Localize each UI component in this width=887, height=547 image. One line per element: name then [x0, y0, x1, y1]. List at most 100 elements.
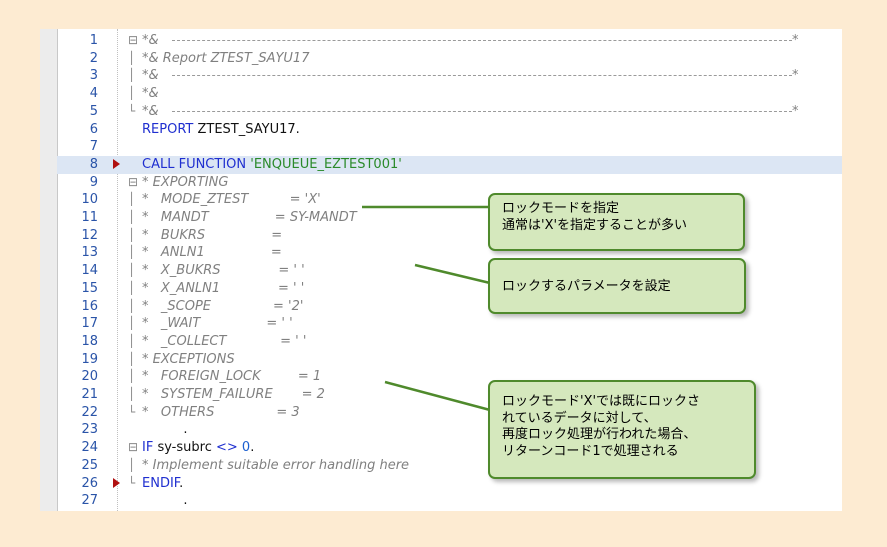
- code-token: * MODE_ZTEST = 'X': [142, 192, 321, 208]
- code-text: * SYSTEM_FAILURE = 2: [142, 386, 325, 404]
- fold-guide-segment: │: [128, 387, 136, 401]
- code-text: * _SCOPE = '2': [142, 298, 303, 316]
- line-number: 9: [89, 174, 98, 190]
- code-line[interactable]: 23 .: [57, 421, 842, 439]
- code-text: * FOREIGN_LOCK = 1: [142, 368, 321, 386]
- code-text: * _WAIT = ' ': [142, 315, 293, 333]
- code-line[interactable]: 14│* X_BUKRS = ' ': [57, 262, 842, 280]
- code-token: * BUKRS =: [142, 227, 283, 243]
- line-number: 16: [81, 298, 98, 314]
- code-line[interactable]: 8 CALL FUNCTION 'ENQUEUE_EZTEST001': [57, 155, 842, 174]
- line-number: 13: [81, 245, 98, 261]
- line-number: 7: [89, 139, 98, 155]
- code-line[interactable]: 16│* _SCOPE = '2': [57, 298, 842, 316]
- code-line[interactable]: 21 │ * SYSTEM_FAILURE = 2: [57, 386, 842, 404]
- comment-rule: [172, 110, 792, 112]
- code-line[interactable]: 3│*&*: [57, 67, 842, 85]
- fold-guide-segment: └: [128, 475, 136, 490]
- code-line[interactable]: 27 .: [57, 492, 842, 510]
- code-line[interactable]: 2 │ *& Report ZTEST_SAYU17: [57, 50, 842, 68]
- code-text: * MODE_ZTEST = 'X': [142, 191, 321, 209]
- code-token: * ANLN1 =: [142, 245, 282, 261]
- code-token: 'ENQUEUE_EZTEST001': [250, 156, 402, 172]
- breakpoint-arrow-icon[interactable]: [113, 477, 120, 488]
- code-text: * X_BUKRS = ' ': [142, 262, 305, 280]
- line-number: 20: [81, 369, 98, 385]
- code-token: * MANDT = SY-MANDT: [142, 210, 357, 225]
- code-line[interactable]: 7: [57, 138, 842, 156]
- comment-rule-end: *: [792, 33, 799, 48]
- line-number: 26: [81, 475, 98, 491]
- code-text: *& Report ZTEST_SAYU17: [142, 50, 309, 68]
- code-token: * OTHERS = 3: [142, 404, 300, 420]
- code-token: 0: [241, 440, 251, 456]
- code-text: * OTHERS = 3: [142, 404, 300, 422]
- fold-guide-segment: │: [128, 192, 136, 207]
- code-token: * _COLLECT = ' ': [142, 333, 307, 349]
- fold-guide-segment: │: [128, 280, 136, 295]
- code-token: .: [142, 493, 188, 509]
- code-line[interactable]: 22└* OTHERS = 3: [57, 404, 842, 422]
- code-token: *&: [142, 86, 159, 102]
- line-number: 17: [81, 316, 98, 332]
- fold-toggle-icon[interactable]: ⊟: [128, 174, 139, 189]
- code-text: * X_ANLN1 = ' ': [142, 280, 304, 298]
- code-line[interactable]: 5└*&*: [57, 103, 842, 121]
- code-text: *&: [142, 67, 159, 85]
- code-text: *&: [142, 85, 159, 103]
- code-line[interactable]: 25 │ * Implement suitable error handling h…: [57, 457, 842, 475]
- code-token: ENDIF: [142, 475, 180, 491]
- code-line[interactable]: 9 ⊟* EXPORTING: [57, 174, 842, 192]
- code-token: <>: [215, 440, 238, 456]
- code-line[interactable]: 13│* ANLN1 =: [57, 244, 842, 262]
- code-text: * ANLN1 =: [142, 244, 282, 262]
- code-text: CALL FUNCTION 'ENQUEUE_EZTEST001': [142, 156, 402, 174]
- code-token: * FOREIGN_LOCK = 1: [142, 369, 322, 385]
- line-number: 8: [89, 156, 98, 172]
- code-token: *&: [142, 33, 159, 48]
- code-token: * _SCOPE = '2': [142, 298, 304, 314]
- code-line[interactable]: 17 │ * _WAIT = ' ': [57, 315, 842, 333]
- code-line[interactable]: 11│* MANDT = SY-MANDT: [57, 209, 842, 227]
- comment-rule: [172, 40, 792, 41]
- code-text: * EXPORTING: [142, 174, 228, 192]
- fold-toggle-icon[interactable]: ⊟: [128, 33, 139, 47]
- line-number: 2: [89, 50, 98, 66]
- fold-guide-segment: │: [128, 227, 136, 242]
- line-number: 22: [81, 404, 98, 420]
- code-line[interactable]: 12 │ * BUKRS =: [57, 227, 842, 245]
- code-line[interactable]: 18│* _COLLECT = ' ': [57, 333, 842, 351]
- line-number: 12: [81, 227, 98, 243]
- code-line[interactable]: 20 │ * FOREIGN_LOCK = 1: [57, 368, 842, 386]
- editor-left-margin: [40, 29, 58, 511]
- line-number: 21: [81, 387, 98, 402]
- code-token: .: [142, 422, 188, 438]
- code-line[interactable]: 24⊟IF sy-subrc <> 0.: [57, 439, 842, 457]
- line-number: 5: [89, 103, 98, 119]
- code-text: * _COLLECT = ' ': [142, 333, 306, 351]
- fold-guide-segment: │: [128, 316, 136, 331]
- breakpoint-arrow-icon[interactable]: [113, 158, 120, 169]
- callout-lock-params: ロックするパラメータを設定: [488, 258, 746, 314]
- line-number: 25: [81, 457, 98, 473]
- fold-guide-segment: │: [128, 369, 136, 384]
- line-number: 11: [81, 210, 98, 225]
- line-number: 24: [81, 440, 98, 456]
- code-token: * EXPORTING: [142, 174, 229, 190]
- code-token: * X_ANLN1 = ' ': [142, 280, 305, 296]
- code-line[interactable]: 15 │ * X_ANLN1 = ' ': [57, 280, 842, 298]
- code-token: * Implement suitable error handling here: [142, 457, 410, 473]
- code-token: *& Report ZTEST_SAYU17: [142, 50, 310, 66]
- code-line[interactable]: 4│*&: [57, 85, 842, 103]
- code-line[interactable]: 26└ENDIF.: [57, 475, 842, 493]
- code-line[interactable]: 10│* MODE_ZTEST = 'X': [57, 191, 842, 209]
- fold-guide: [117, 29, 119, 511]
- fold-guide-segment: │: [128, 333, 136, 348]
- code-line[interactable]: 1⊟*&*: [57, 32, 842, 50]
- fold-toggle-icon[interactable]: ⊟: [128, 440, 139, 455]
- fold-guide-segment: │: [128, 50, 136, 65]
- fold-guide-segment: │: [128, 457, 136, 472]
- line-number: 15: [81, 280, 98, 296]
- code-line[interactable]: 19│* EXCEPTIONS: [57, 351, 842, 369]
